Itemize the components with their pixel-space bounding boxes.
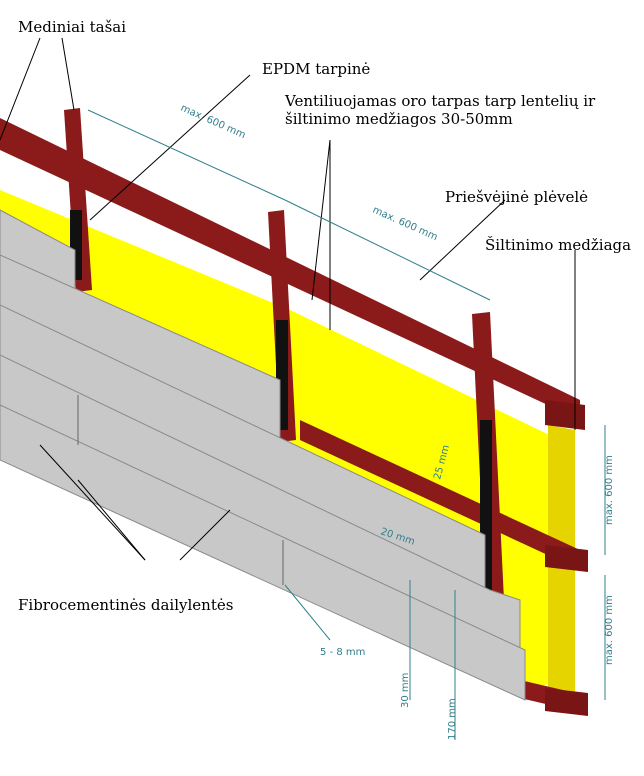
batten-1: [64, 108, 92, 292]
label-wind-membrane: Priešvėjinė plėvelė: [445, 188, 589, 206]
dim-vertical-1: max. 600 mm: [604, 455, 615, 525]
middle-rail: [300, 420, 580, 570]
dim-spacing-2: max. 600 mm: [371, 205, 439, 243]
top-rail: [0, 118, 580, 420]
dim-gap: 5 - 8 mm: [320, 647, 365, 658]
label-timber-battens: Mediniai tašai: [18, 18, 127, 36]
dimension-lines: [87, 109, 606, 740]
top-rail-end: [545, 400, 585, 430]
leader-lines: [0, 37, 576, 561]
bottom-rail-end: [545, 688, 588, 716]
dim-vertical-2: max. 600 mm: [604, 595, 615, 665]
middle-rail-end: [545, 545, 588, 572]
label-fiber-cement-boards: Fibrocementinės dailylentės: [18, 596, 234, 614]
board-5: [0, 404, 526, 701]
label-epdm-gasket: EPDM tarpinė: [262, 60, 371, 78]
dim-170: 170 mm: [447, 698, 458, 740]
label-air-gap: Ventiliuojamas oro tarpas tarp lentelių …: [285, 92, 596, 128]
label-insulation: Šiltinimo medžiaga: [485, 236, 632, 254]
board-4: [0, 354, 521, 651]
dim-30: 30 mm: [400, 673, 411, 708]
